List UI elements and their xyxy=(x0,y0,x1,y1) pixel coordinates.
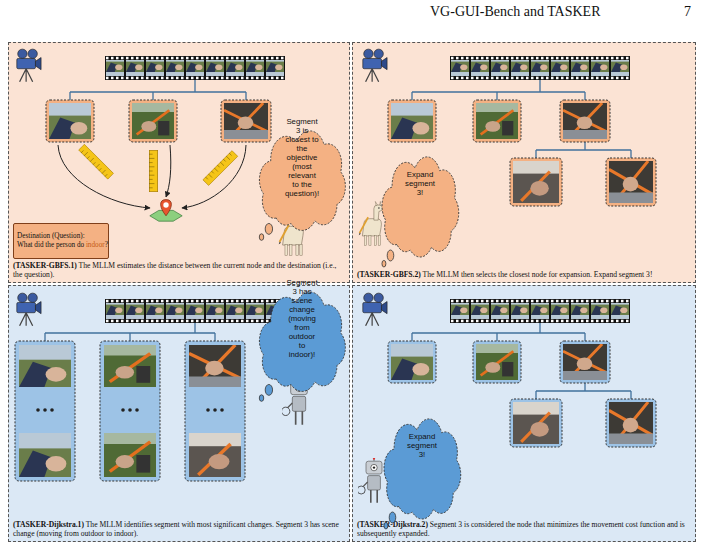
destination-text: What did the person do indoor? xyxy=(14,241,108,250)
bubble-text: Segment 3 is closest to the objective (m… xyxy=(285,118,319,199)
thought-bubble: Segment 3 has scene change (moving from … xyxy=(256,292,348,401)
cloud-tail xyxy=(265,223,272,234)
caption-body: The MLLM then selects the closest node f… xyxy=(421,270,653,279)
panel-caption: (TASKER-Dijkstra.1) The MLLM identifies … xyxy=(13,520,345,539)
bubble-text: Expand segment 3! xyxy=(407,433,437,460)
panel-caption: (TASKER-Dijkstra.2) Segment 3 is conside… xyxy=(357,520,691,539)
bubble-text: Segment 3 has scene change (moving from … xyxy=(286,279,317,360)
cloud-tail xyxy=(265,384,272,395)
running-head: VG-GUI-Bench and TASKER xyxy=(430,4,600,20)
caption-tag: (TASKER-Dijkstra.1) xyxy=(13,520,84,529)
destination-box: Destination (Question):What did the pers… xyxy=(13,223,109,259)
cloud-tail xyxy=(259,395,263,402)
thought-bubble: Expand segment 3! xyxy=(379,157,461,266)
thought-bubble: Expand segment 3! xyxy=(381,419,463,528)
cloud-shape xyxy=(384,419,461,519)
bubble-text: Expand segment 3! xyxy=(405,171,435,198)
cloud-tail xyxy=(387,250,394,261)
cloud-tail xyxy=(384,522,388,529)
panel-caption: (TASKER-GBFS.1) The MLLM estimates the d… xyxy=(13,261,345,280)
panel-caption: (TASKER-GBFS.2) The MLLM then selects th… xyxy=(357,270,691,279)
caption-tag: (TASKER-GBFS.1) xyxy=(13,261,77,270)
caption-tag: (TASKER-GBFS.2) xyxy=(357,270,421,279)
question-mark: ? xyxy=(105,241,108,249)
figure-panel: (TASKER-GBFS.1) The MLLM estimates the d… xyxy=(8,42,350,283)
cloud-tail xyxy=(382,260,386,267)
cloud-tail xyxy=(389,512,396,523)
cloud-shape xyxy=(382,157,459,257)
figure-panel: (TASKER-Dijkstra.2) Segment 3 is conside… xyxy=(352,285,696,542)
destination-text: Destination (Question): xyxy=(14,232,108,241)
highlight-word: indoor xyxy=(86,241,105,249)
question-text: What did the person do xyxy=(17,241,86,249)
page-number: 7 xyxy=(684,4,691,20)
thought-bubble: Segment 3 is closest to the objective (m… xyxy=(256,131,348,240)
cloud-tail xyxy=(259,234,263,241)
figure-panel: (TASKER-GBFS.2) The MLLM then selects th… xyxy=(352,42,696,283)
figure-panel: (TASKER-Dijkstra.1) The MLLM identifies … xyxy=(8,285,350,542)
